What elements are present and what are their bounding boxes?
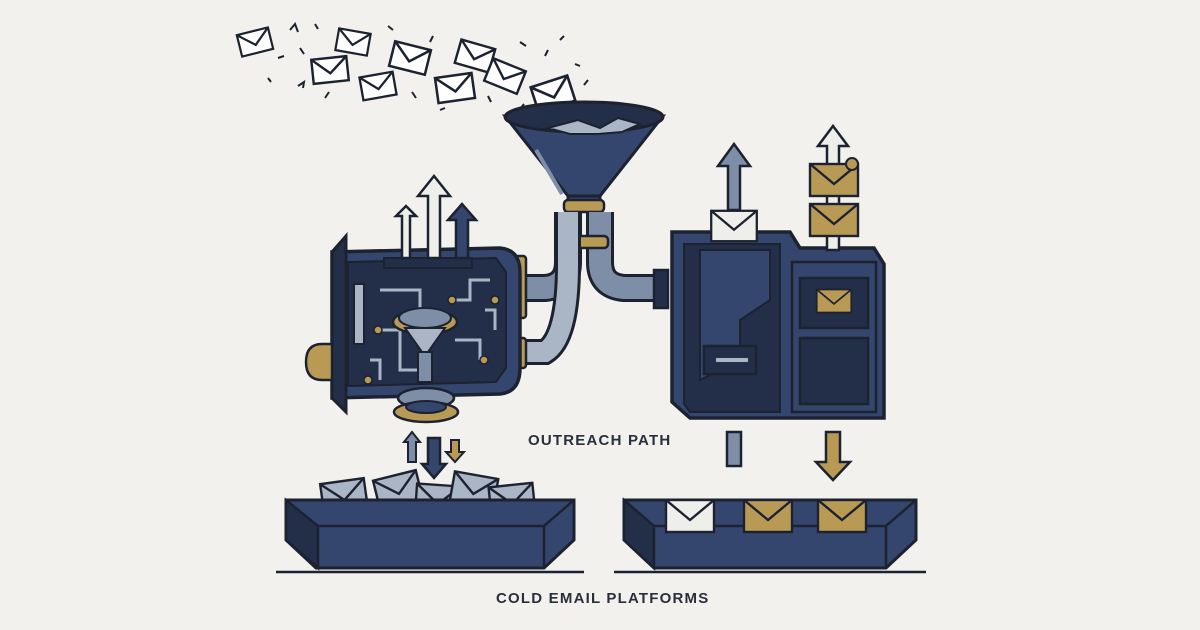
outreach-path-label: OUTREACH PATH [528,432,672,449]
funnel-icon [501,100,667,214]
envelope-icon [334,27,372,57]
tray-icon [614,497,926,574]
gear-icon [391,307,459,383]
envelope-icon [816,498,868,534]
envelope-icon [235,26,275,58]
pipe-icon [510,212,670,370]
arrow-down-icon [813,430,853,482]
sorting-machine [670,123,886,482]
processing-machine [304,173,522,480]
envelope-icon [710,209,758,243]
tray-icon [276,468,584,574]
arrow-down-icon [401,430,467,480]
envelope-icon [742,498,794,534]
envelope-icon [358,70,398,102]
envelope-icon [310,54,350,86]
envelope-icon [482,56,528,96]
envelope-icon [664,498,716,534]
confetti [267,22,589,111]
pipe-stub [725,430,743,468]
flying-envelopes [235,22,589,114]
envelope-icon [433,71,477,105]
envelope-icon [387,40,433,76]
envelope-icon [808,202,860,238]
cold-email-platforms-label: COLD EMAIL PLATFORMS [496,590,710,607]
envelope-icon [815,288,853,314]
arrow-up-icon [392,173,479,260]
